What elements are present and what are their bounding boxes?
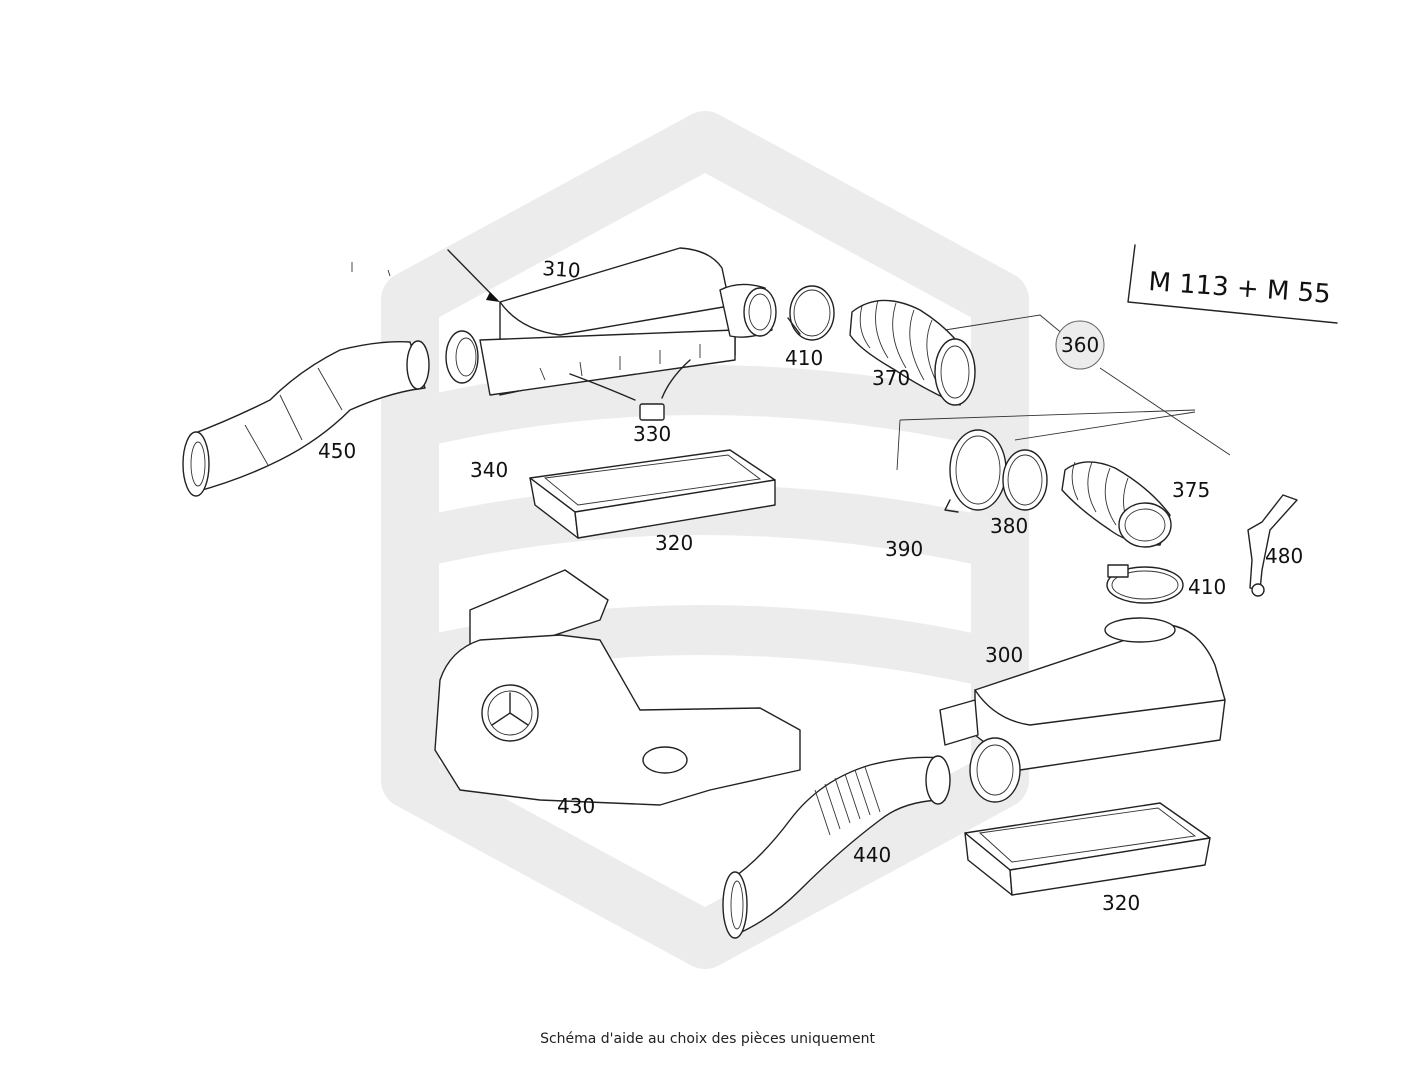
callout-480: 480 — [1265, 544, 1303, 568]
callout-360: 360 — [1061, 333, 1099, 357]
stray-marks — [351, 262, 391, 277]
callout-375: 375 — [1172, 478, 1210, 502]
part-375-corrugated-hose[interactable] — [1061, 461, 1172, 548]
part-480-vent-hose[interactable] — [1247, 494, 1298, 597]
arrowhead-icon — [486, 292, 500, 302]
part-330-clip[interactable] — [569, 359, 691, 421]
part-410-hose-clamp-lower[interactable] — [1106, 564, 1184, 604]
part-300-air-filter-housing[interactable] — [939, 617, 1226, 803]
part-430-engine-cover[interactable] — [434, 569, 801, 806]
pointer-arrow — [447, 249, 498, 301]
callout-410-upper: 410 — [785, 346, 823, 370]
callout-370: 370 — [872, 366, 910, 390]
callout-390: 390 — [885, 537, 923, 561]
callout-330: 330 — [633, 422, 671, 446]
part-450-intake-duct[interactable] — [182, 340, 430, 497]
callout-340: 340 — [470, 458, 508, 482]
callout-380: 380 — [990, 514, 1028, 538]
callout-430: 430 — [557, 794, 595, 818]
callout-320-lower: 320 — [1102, 891, 1140, 915]
engine-title: M 113 + M 55 — [1148, 267, 1332, 310]
part-410-hose-clamp-upper[interactable] — [787, 285, 835, 341]
callout-450: 450 — [318, 439, 356, 463]
disclaimer-caption: Schéma d'aide au choix des pièces unique… — [540, 1031, 875, 1047]
part-310-air-filter-housing[interactable] — [445, 247, 777, 396]
part-320-panel-filter-lower[interactable] — [964, 802, 1211, 896]
callout-440: 440 — [853, 843, 891, 867]
callout-320-upper: 320 — [655, 531, 693, 555]
part-440-intake-duct[interactable] — [722, 755, 951, 939]
part-380-air-mass-sensor[interactable] — [944, 429, 1048, 513]
part-370-corrugated-hose[interactable] — [849, 299, 976, 406]
part-320-panel-filter-upper[interactable] — [529, 449, 776, 539]
callout-410-lower: 410 — [1188, 575, 1226, 599]
callout-310: 310 — [542, 256, 582, 283]
callout-360-group — [896, 314, 1231, 471]
engine-title-box: M 113 + M 55 — [1127, 244, 1338, 324]
callout-300: 300 — [985, 643, 1023, 667]
